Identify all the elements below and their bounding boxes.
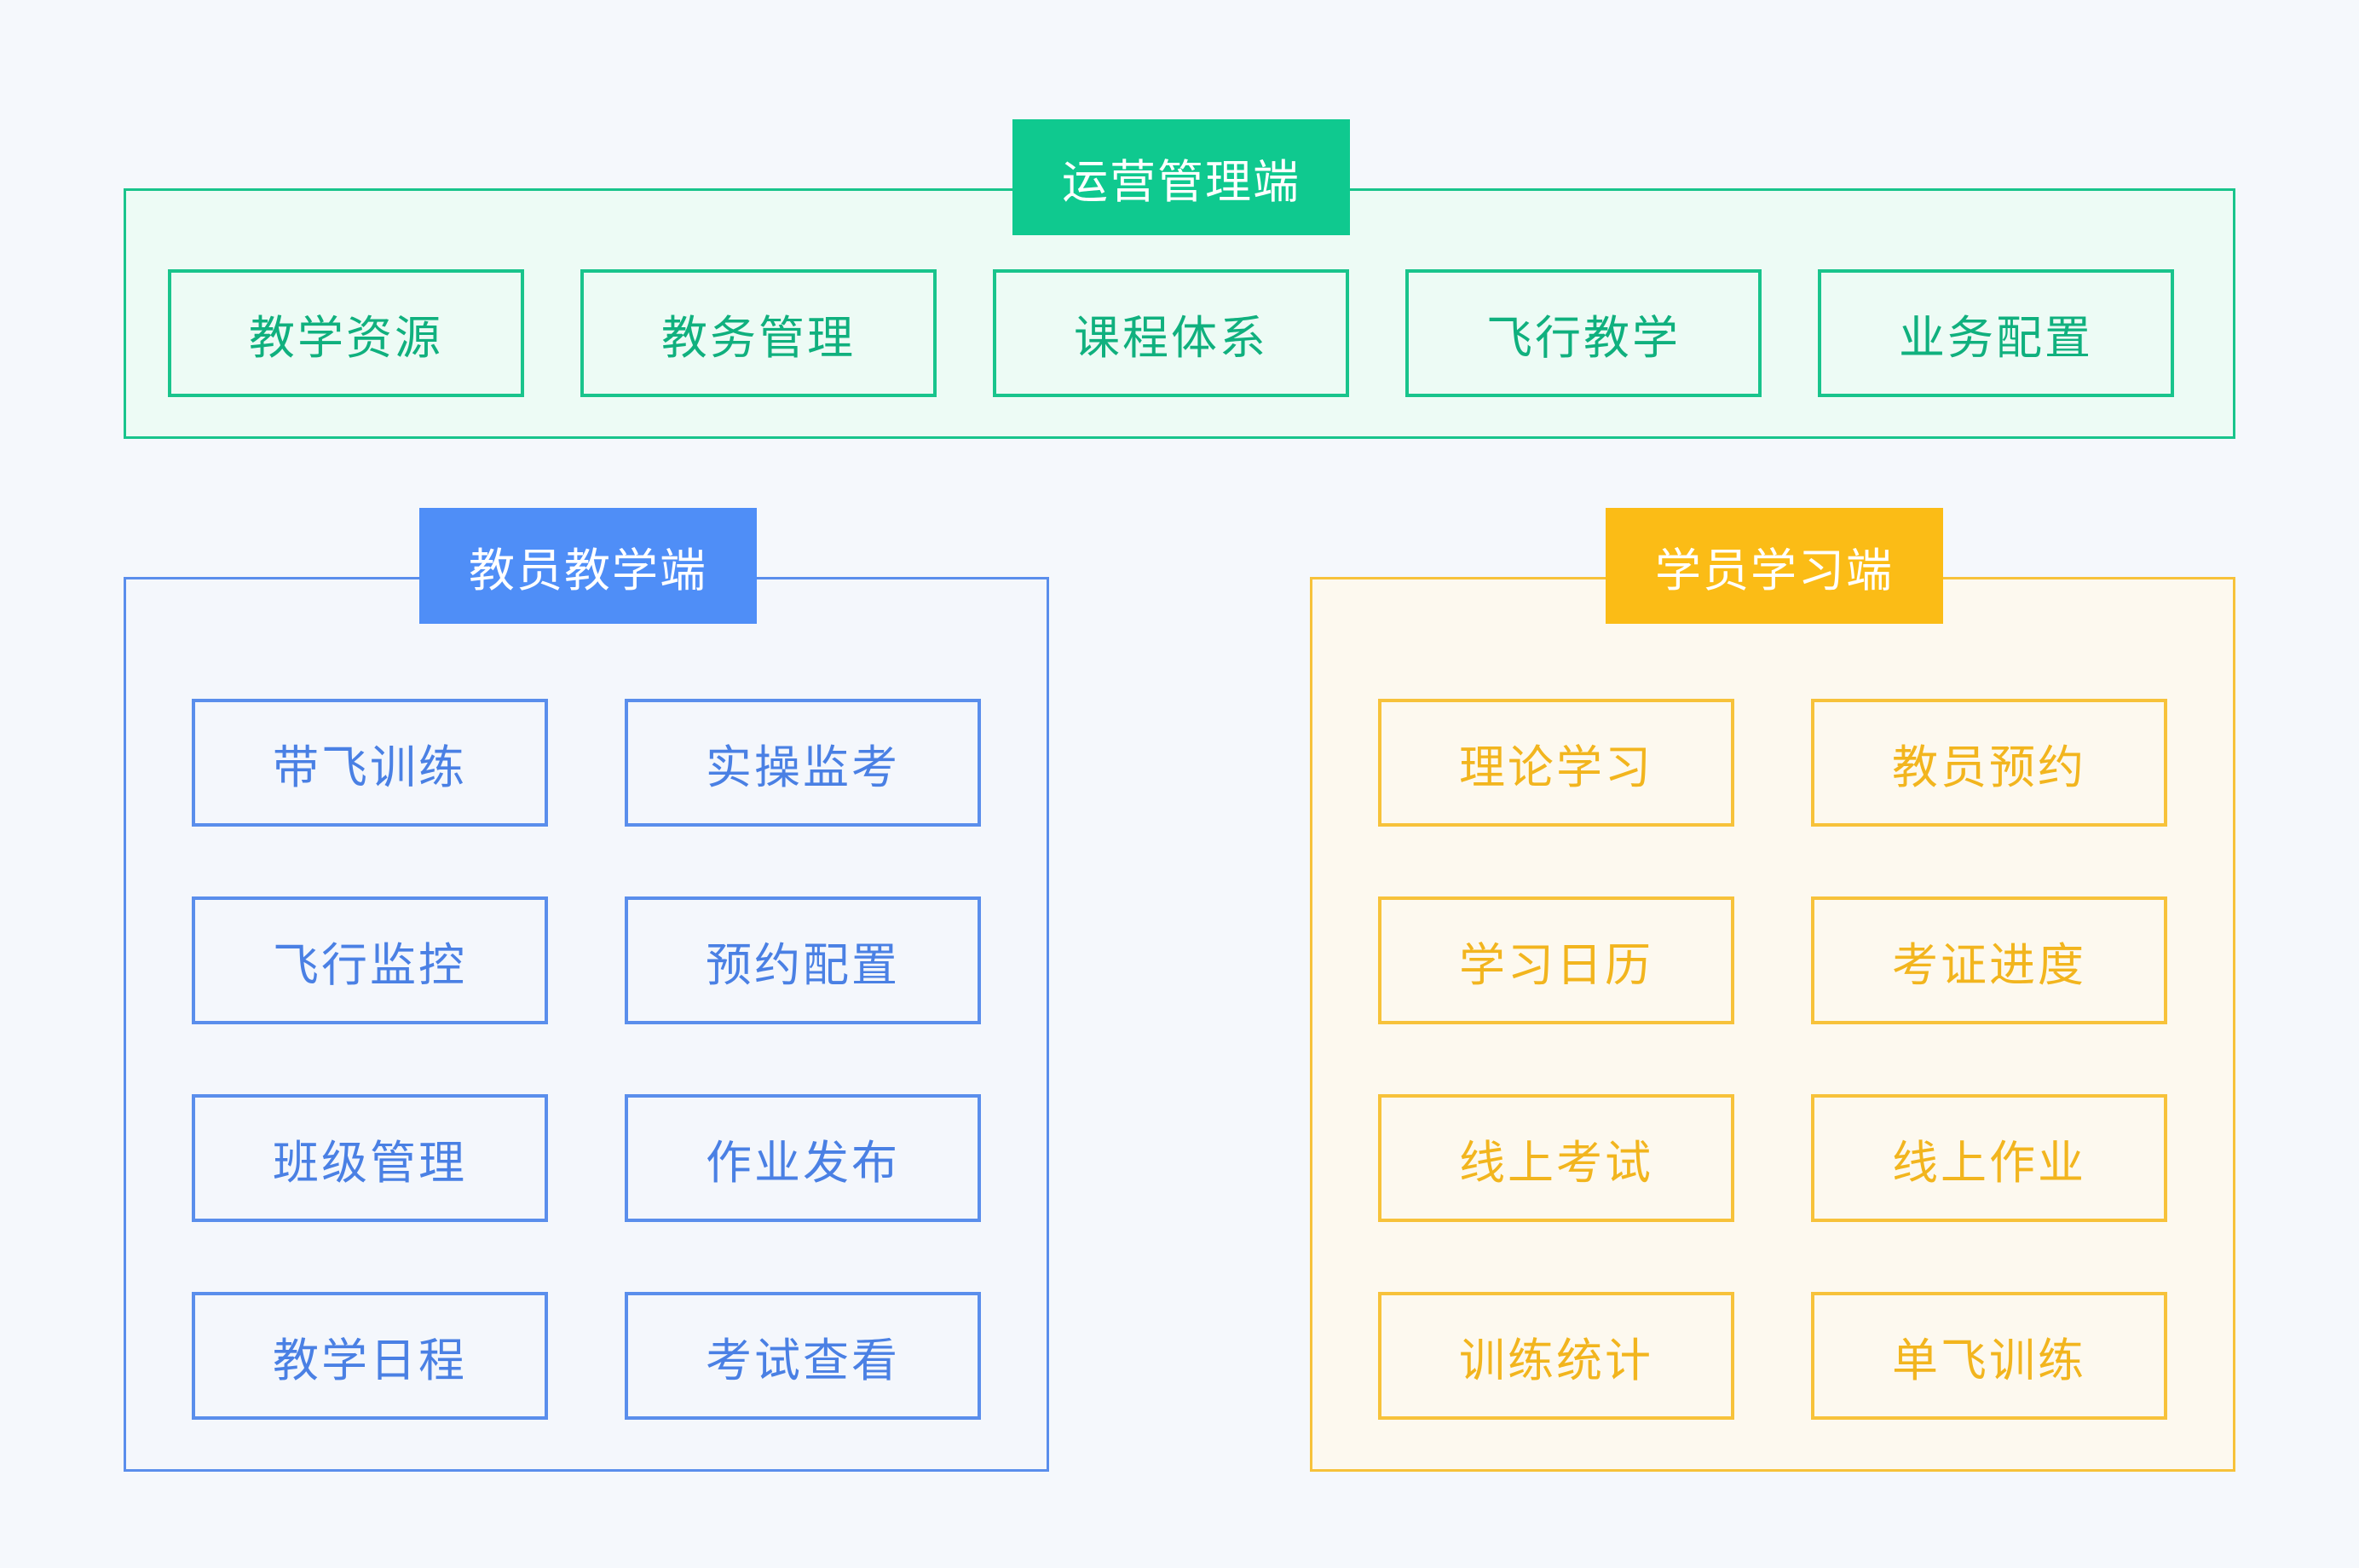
inst-module-accompanied-flight-training[interactable]: 带飞训练 bbox=[192, 699, 548, 827]
inst-module-homework-publishing[interactable]: 作业发布 bbox=[625, 1094, 981, 1222]
operations-panel-title: 运营管理端 bbox=[1012, 119, 1350, 235]
ops-module-academic-affairs[interactable]: 教务管理 bbox=[580, 269, 937, 397]
instructor-panel bbox=[124, 577, 1049, 1472]
stud-module-online-exam[interactable]: 线上考试 bbox=[1378, 1094, 1734, 1222]
inst-module-booking-config[interactable]: 预约配置 bbox=[625, 896, 981, 1024]
student-panel bbox=[1310, 577, 2235, 1472]
ops-module-flight-teaching[interactable]: 飞行教学 bbox=[1405, 269, 1762, 397]
stud-module-solo-flight-training[interactable]: 单飞训练 bbox=[1811, 1292, 2167, 1420]
student-panel-title: 学员学习端 bbox=[1606, 508, 1943, 624]
instructor-panel-title: 教员教学端 bbox=[419, 508, 757, 624]
stud-module-instructor-booking[interactable]: 教员预约 bbox=[1811, 699, 2167, 827]
ops-module-business-config[interactable]: 业务配置 bbox=[1818, 269, 2174, 397]
stud-module-theory-learning[interactable]: 理论学习 bbox=[1378, 699, 1734, 827]
inst-module-class-management[interactable]: 班级管理 bbox=[192, 1094, 548, 1222]
inst-module-exam-review[interactable]: 考试查看 bbox=[625, 1292, 981, 1420]
ops-module-course-system[interactable]: 课程体系 bbox=[993, 269, 1349, 397]
inst-module-teaching-schedule[interactable]: 教学日程 bbox=[192, 1292, 548, 1420]
stud-module-online-homework[interactable]: 线上作业 bbox=[1811, 1094, 2167, 1222]
ops-module-teaching-resources[interactable]: 教学资源 bbox=[168, 269, 524, 397]
stud-module-study-calendar[interactable]: 学习日历 bbox=[1378, 896, 1734, 1024]
inst-module-flight-monitoring[interactable]: 飞行监控 bbox=[192, 896, 548, 1024]
stud-module-certification-progress[interactable]: 考证进度 bbox=[1811, 896, 2167, 1024]
stud-module-training-statistics[interactable]: 训练统计 bbox=[1378, 1292, 1734, 1420]
inst-module-practical-exam-proctoring[interactable]: 实操监考 bbox=[625, 699, 981, 827]
